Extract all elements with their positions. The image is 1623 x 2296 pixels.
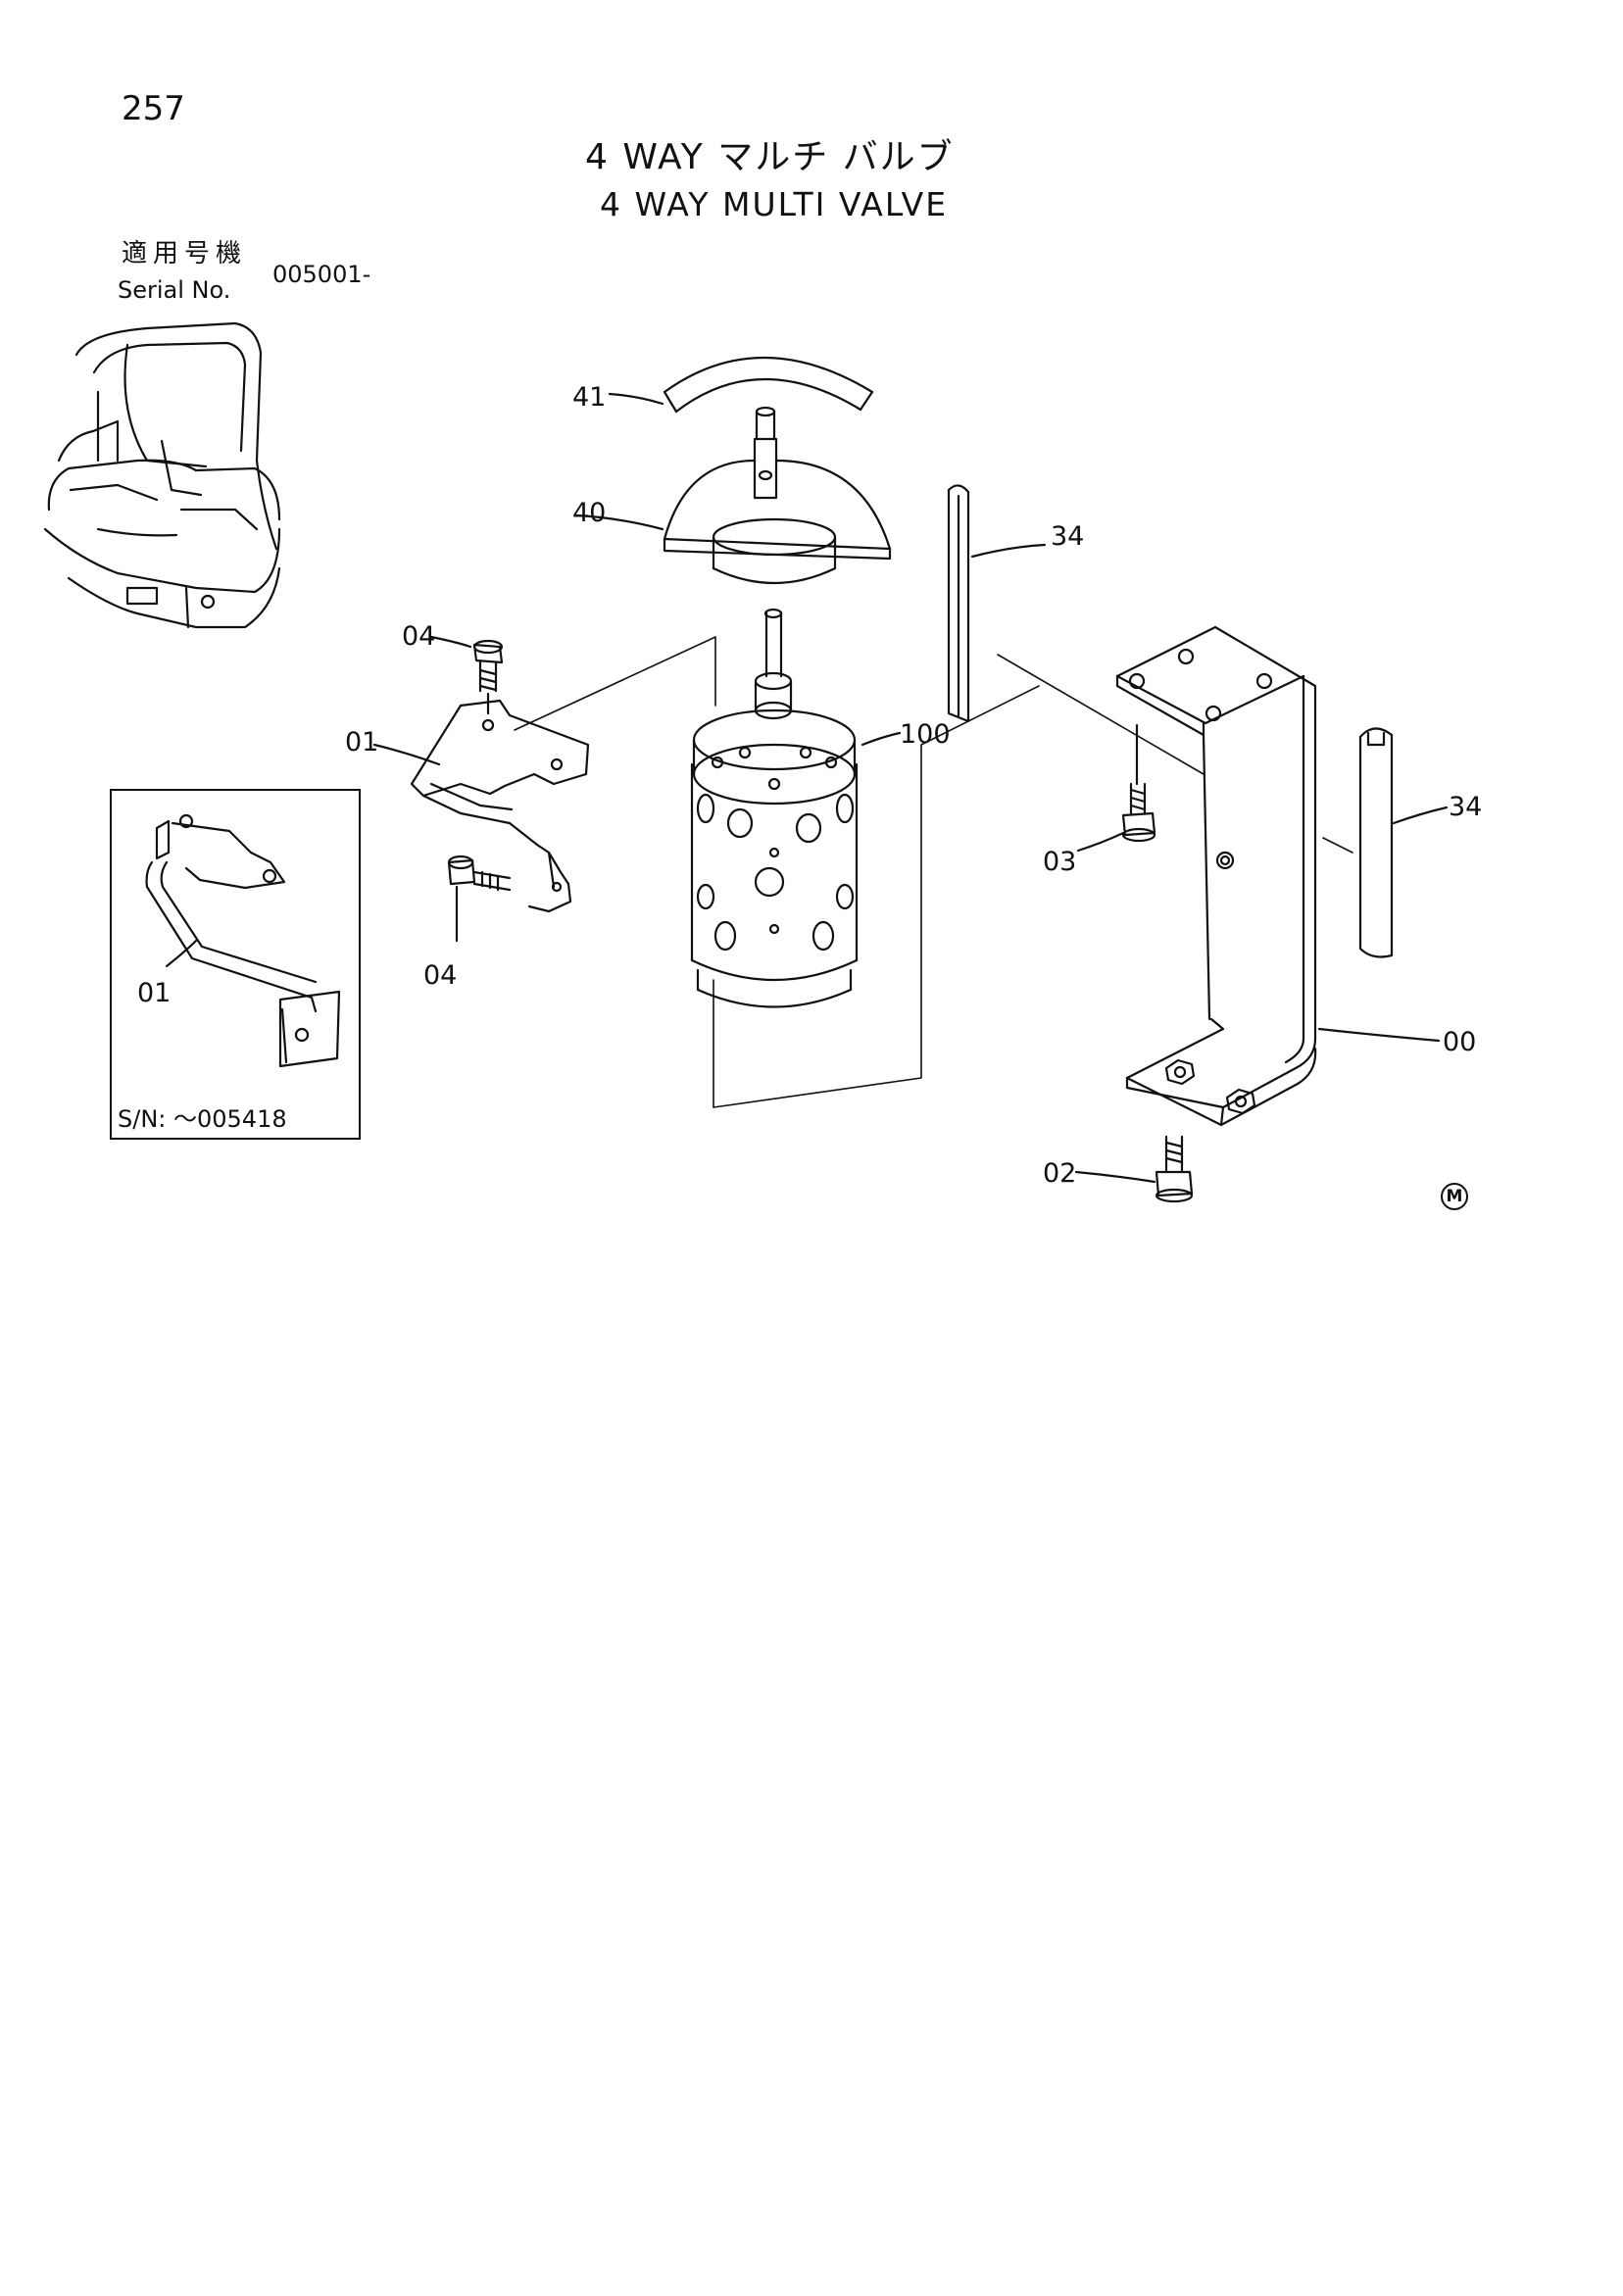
part-04-bolt-lower [447,855,512,943]
callout-100: 100 [900,719,951,750]
serial-value: 005001- [272,261,371,288]
part-00-main-bracket [1115,625,1441,1127]
inset-serial-range: S/N: ～005418 [118,1105,287,1133]
serial-label-japanese: 適用号機 [122,239,248,269]
callout-02: 02 [1043,1158,1077,1189]
part-34-right-strip [1358,727,1449,958]
part-01-bracket [372,699,590,913]
part-02-bolt [1074,1135,1194,1203]
callout-04-lower: 04 [423,960,458,991]
model-mark: M [1441,1183,1468,1210]
serial-label-english: Serial No. [118,276,231,304]
page-number: 257 [122,89,185,128]
assembly-leader-lines [514,636,1353,1108]
callout-00: 00 [1443,1027,1477,1057]
part-100-valve [690,608,902,1008]
callout-34-upper: 34 [1051,521,1085,552]
callout-04-upper: 04 [402,621,436,652]
inset-callout-01: 01 [137,978,172,1008]
part-04-bolt-upper [429,635,504,715]
callout-01: 01 [345,727,379,757]
part-34-upper-strip [947,484,1047,723]
title-japanese: 4 WAY マルチ バルブ [585,137,955,177]
part-40-clamp [574,406,892,585]
part-41-strip [608,356,874,414]
part-03-bolt [1076,723,1156,853]
callout-40: 40 [572,498,607,528]
callout-41: 41 [572,382,607,413]
callout-34-right: 34 [1449,792,1483,822]
callout-03: 03 [1043,847,1077,877]
machine-thumbnail [43,321,281,629]
inset-bracket-drawing [145,813,341,1068]
inset-frame [110,789,361,1140]
title-english: 4 WAY MULTI VALVE [600,185,949,223]
